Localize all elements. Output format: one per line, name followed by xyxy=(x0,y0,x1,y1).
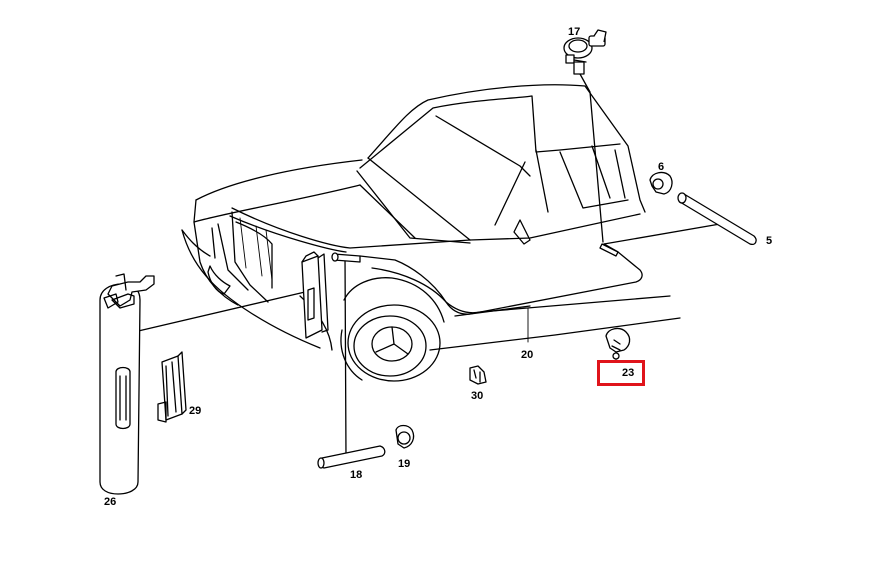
part-30-clip[interactable] xyxy=(469,365,487,385)
part-23-clip[interactable] xyxy=(605,327,631,360)
part-5-tube[interactable] xyxy=(677,192,757,246)
hose-network xyxy=(133,73,721,459)
part-17-pump[interactable] xyxy=(563,29,607,75)
callout-17[interactable]: 17 xyxy=(568,26,581,38)
part-19-clip[interactable] xyxy=(395,424,415,449)
callout-30[interactable]: 30 xyxy=(471,390,484,402)
part-29-bracket[interactable] xyxy=(157,351,187,423)
callout-19[interactable]: 19 xyxy=(398,458,411,470)
callout-20[interactable]: 20 xyxy=(521,349,534,361)
car-body xyxy=(181,84,681,382)
callout-29[interactable]: 29 xyxy=(189,405,202,417)
callout-23[interactable]: 23 xyxy=(622,367,635,379)
callout-6[interactable]: 6 xyxy=(658,161,665,173)
part-26-reservoir[interactable] xyxy=(99,273,155,495)
callout-5[interactable]: 5 xyxy=(766,235,773,247)
callout-18[interactable]: 18 xyxy=(350,469,363,481)
part-6-clip[interactable] xyxy=(649,171,673,195)
callout-26[interactable]: 26 xyxy=(104,496,117,508)
nozzle-bracket xyxy=(301,251,361,339)
part-20-connector xyxy=(599,243,619,257)
part-18-tube[interactable] xyxy=(317,445,386,469)
